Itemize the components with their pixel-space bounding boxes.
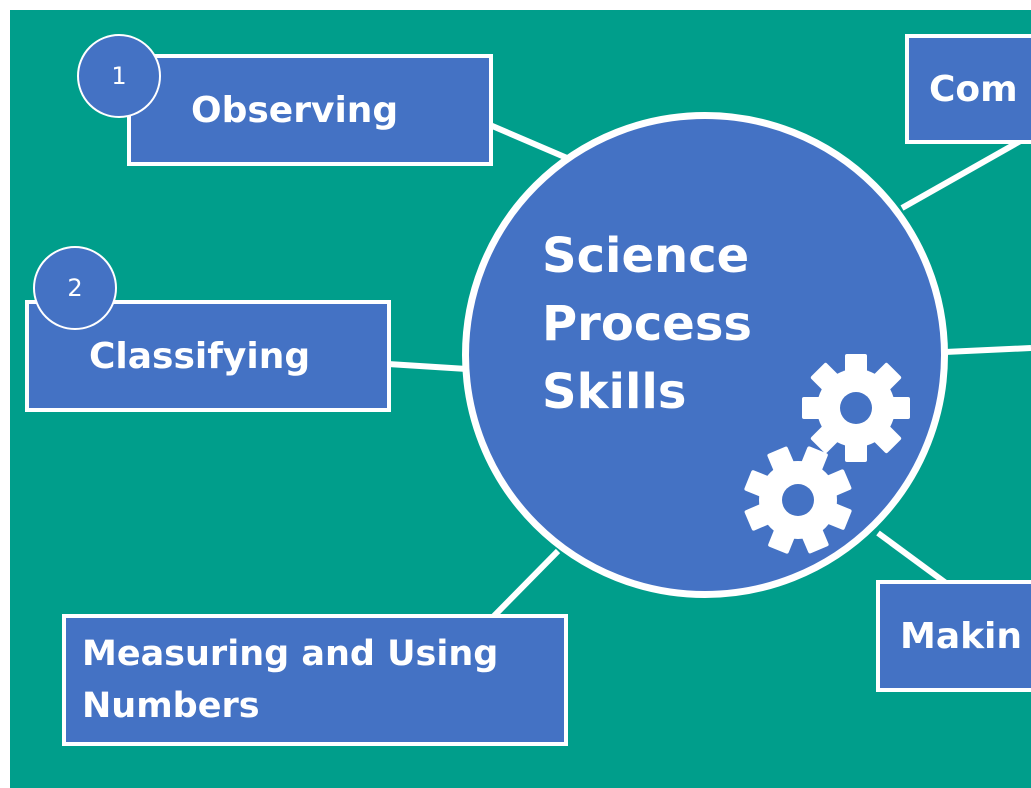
mind-map-canvas: Science Process Skills (10, 10, 1031, 788)
skill-number-2: 2 (67, 274, 83, 302)
skill-label-communicating: Com (929, 68, 1018, 110)
hub-title-line-1: Science (542, 228, 750, 284)
connector-lines (387, 122, 1031, 621)
skill-number-1: 1 (111, 62, 127, 90)
gear-icon (744, 446, 852, 554)
connector-measuring (489, 548, 561, 621)
skill-label-classifying: Classifying (89, 335, 311, 377)
skill-label-making: Makin (900, 615, 1023, 657)
skill-label-measuring-line-1: Measuring and Using (82, 634, 499, 674)
skill-box-observing: Observing (127, 54, 493, 166)
skill-number-badge-1: 1 (77, 34, 161, 118)
hub-title: Science Process Skills (542, 222, 802, 426)
central-hub-circle (462, 112, 948, 598)
connector-communicating (900, 132, 1031, 211)
connector-observing (488, 122, 569, 161)
skill-number-badge-2: 2 (33, 246, 117, 330)
hub-title-line-2: Process (542, 296, 752, 352)
skill-box-measuring: Measuring and Using Numbers (62, 614, 568, 746)
skill-label-measuring-line-2: Numbers (82, 686, 260, 726)
gear-icon (802, 354, 910, 462)
skill-box-communicating: Com (905, 34, 1031, 144)
skill-box-making: Makin (876, 580, 1031, 692)
hub-title-line-3: Skills (542, 364, 687, 420)
connector-right (944, 345, 1031, 355)
skill-label-observing: Observing (191, 89, 399, 131)
connector-classifying (387, 361, 468, 372)
connector-making (876, 530, 952, 589)
